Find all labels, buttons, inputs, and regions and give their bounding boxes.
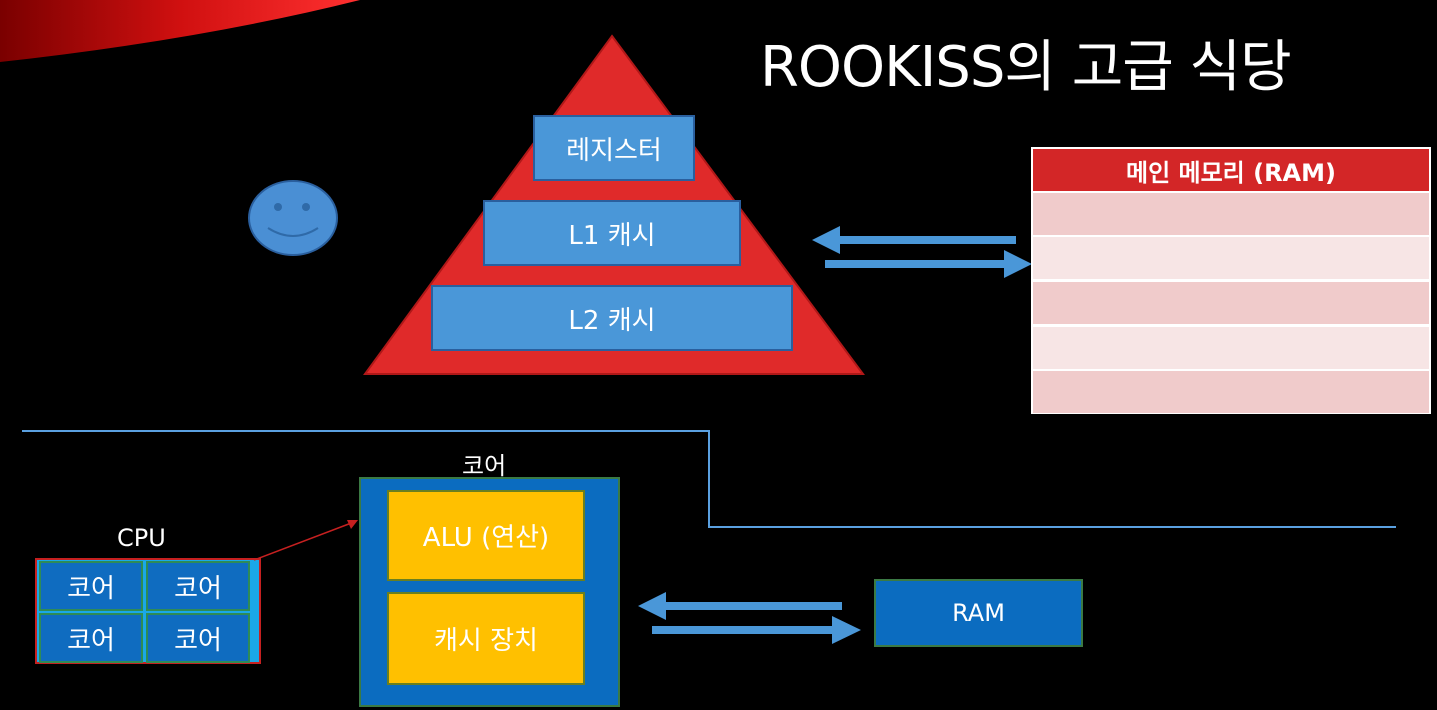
section-divider-line: [22, 430, 1396, 528]
cache-unit: 캐시 장치: [387, 592, 585, 685]
main-memory-table: 메인 메모리 (RAM): [1031, 147, 1431, 414]
ram-box: RAM: [874, 579, 1083, 647]
cpu-core: 코어: [39, 561, 143, 611]
core-detail-label: 코어: [462, 452, 507, 480]
cpu-core: 코어: [146, 561, 250, 611]
main-memory-row: [1033, 282, 1429, 324]
corner-swoosh-decoration: [0, 0, 360, 62]
bidirectional-arrows-bottom: [638, 592, 861, 644]
main-memory-header: 메인 메모리 (RAM): [1033, 149, 1429, 191]
main-memory-row: [1033, 327, 1429, 369]
cpu-core: 코어: [39, 613, 143, 663]
main-memory-row: [1033, 193, 1429, 235]
cpu-core: 코어: [146, 613, 250, 663]
pyramid-level-register: 레지스터: [533, 115, 695, 181]
zoom-connector-arrow: [253, 520, 358, 561]
pyramid-level-l1-cache: L1 캐시: [483, 200, 741, 266]
pyramid-level-l2-cache: L2 캐시: [431, 285, 793, 351]
main-memory-row: [1033, 371, 1429, 413]
alu-unit: ALU (연산): [387, 490, 585, 581]
smiley-face-icon: [248, 180, 338, 256]
main-memory-row: [1033, 237, 1429, 279]
cpu-label: CPU: [117, 524, 166, 552]
page-title: ROOKISS의 고급 식당: [760, 35, 1292, 100]
bidirectional-arrows-top: [812, 226, 1032, 278]
